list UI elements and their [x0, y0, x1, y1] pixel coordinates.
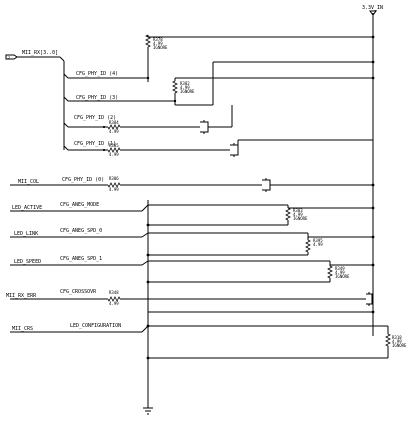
svg-text:CFG_PHY_ID (0): CFG_PHY_ID (0) [62, 177, 104, 183]
signal-led-speed: LED_SPEED [14, 259, 41, 265]
net-phy-id-4: CFG_PHY_ID (4) R378 4.99 IGNORE [68, 34, 373, 82]
signal-mii-crs: MII_CRS [12, 326, 33, 332]
svg-text:IGNORE: IGNORE [335, 274, 350, 279]
svg-text:R318: R318 [392, 335, 402, 340]
svg-text:R384: R384 [109, 120, 119, 125]
net-phy-id-2: CFG_PHY_ID (2) R384 4.99 [68, 105, 233, 134]
svg-text:R378: R378 [153, 37, 163, 42]
svg-text:R385: R385 [109, 143, 119, 148]
svg-text:LED_CONFIGURATION: LED_CONFIGURATION [70, 323, 121, 329]
svg-text:4.99: 4.99 [180, 85, 190, 90]
bus-connector: ⊃ MII_RX[3..0] [5, 50, 69, 151]
power-rail: 3.3V_IN [362, 5, 383, 336]
net-mii-crs: MII_CRS LED_CONFIGURATION R318 4.99 IGNO… [10, 311, 407, 359]
svg-text:R395: R395 [313, 238, 323, 243]
svg-text:4.99: 4.99 [109, 187, 119, 192]
svg-text:IGNORE: IGNORE [153, 45, 168, 50]
net-led-link: LED_LINK CFG_ANEG_SPD_0 R395 4.99 [10, 228, 373, 256]
svg-text:R349: R349 [335, 266, 345, 271]
svg-text:IGNORE: IGNORE [180, 89, 195, 94]
svg-text:4.99: 4.99 [335, 270, 345, 275]
svg-text:4.99: 4.99 [313, 242, 323, 247]
svg-text:CFG_PHY_ID (1): CFG_PHY_ID (1) [74, 141, 116, 147]
net-phy-id-3: CFG_PHY_ID (3) R382 4.99 IGNORE [68, 61, 373, 106]
svg-text:4.99: 4.99 [109, 152, 119, 157]
signal-mii-col: MII_COL [18, 179, 39, 185]
signal-led-link: LED_LINK [14, 231, 38, 237]
svg-text:R382: R382 [180, 81, 190, 86]
net-led-speed: LED_SPEED CFG_ANEG_SPD_1 R349 4.99 IGNOR… [10, 256, 373, 283]
net-led-active: LED_ACTIVE CFG_ANEG_MODE R383 4.99 IGNOR… [10, 202, 373, 226]
bus-label: MII_RX[3..0] [22, 50, 58, 56]
svg-text:4.99: 4.99 [153, 41, 163, 46]
svg-text:IGNORE: IGNORE [392, 343, 407, 348]
svg-text:4.99: 4.99 [392, 339, 402, 344]
svg-text:CFG_ANEG_SPD_1: CFG_ANEG_SPD_1 [60, 256, 102, 262]
power-label: 3.3V_IN [362, 5, 383, 11]
net-phy-id-1: CFG_PHY_ID (1) R385 4.99 [68, 139, 373, 157]
svg-text:4.99: 4.99 [109, 301, 119, 306]
svg-text:CFG_ANEG_MODE: CFG_ANEG_MODE [60, 202, 99, 208]
svg-text:⊃: ⊃ [8, 55, 11, 60]
svg-text:IGNORE: IGNORE [293, 216, 308, 221]
svg-text:CFG_CROSSOVR: CFG_CROSSOVR [60, 289, 97, 295]
net-mii-col: MII_COL CFG_PHY_ID (0) R386 4.99 [10, 176, 373, 192]
svg-text:R383: R383 [293, 208, 303, 213]
svg-text:CFG_PHY_ID (4): CFG_PHY_ID (4) [76, 71, 118, 77]
signal-mii-rx-err: MII_RX_ERR [6, 293, 37, 299]
signal-led-active: LED_ACTIVE [12, 205, 42, 211]
ground-rail [143, 200, 153, 415]
svg-text:R386: R386 [109, 176, 119, 181]
svg-text:CFG_PHY_ID (3): CFG_PHY_ID (3) [76, 95, 118, 101]
net-mii-rx-err: MII_RX_ERR CFG_CROSSOVR R348 4.99 [6, 289, 373, 306]
svg-text:CFG_PHY_ID (2): CFG_PHY_ID (2) [74, 115, 116, 121]
svg-text:CFG_ANEG_SPD_0: CFG_ANEG_SPD_0 [60, 228, 102, 234]
svg-text:R348: R348 [109, 290, 119, 295]
svg-text:4.99: 4.99 [109, 129, 119, 134]
svg-text:4.99: 4.99 [293, 212, 303, 217]
